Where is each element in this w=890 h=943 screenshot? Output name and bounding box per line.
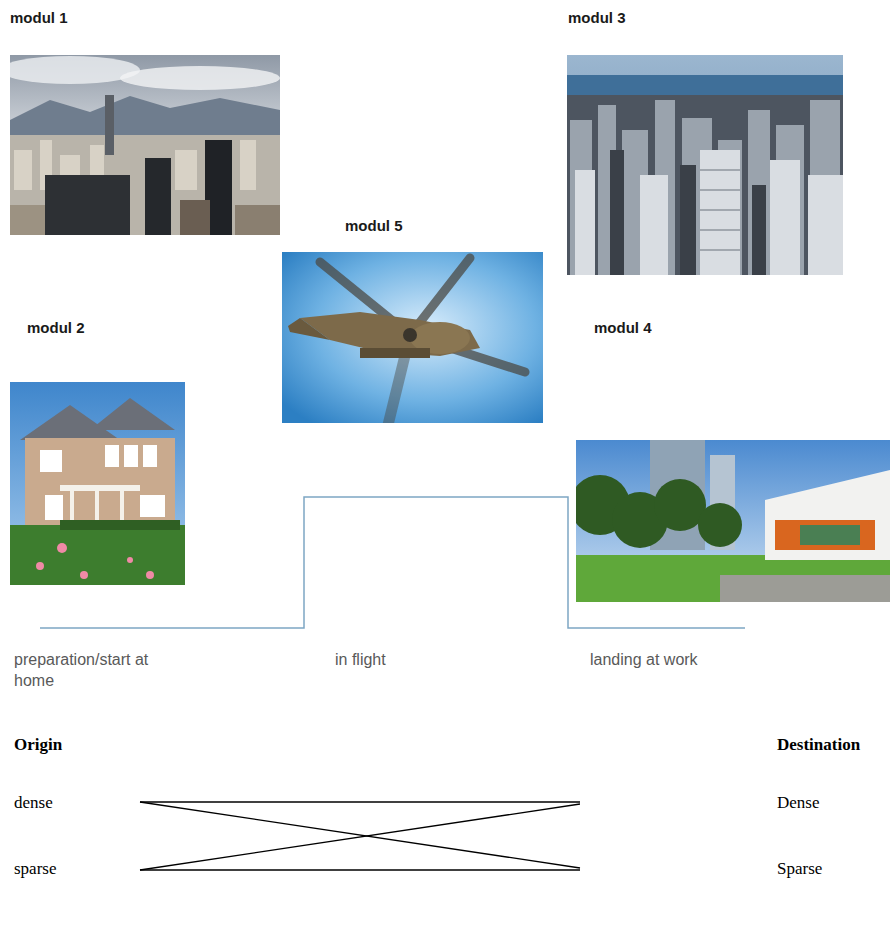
campus-photo [576,440,890,602]
module-label: modul 5 [345,216,403,236]
phase-label: preparation/start at home [14,650,179,692]
skyscraper-photo [567,55,843,275]
module-label: modul 3 [568,8,626,28]
density-label: sparse [14,858,56,880]
od-cross-lines [140,802,580,870]
column-heading: Origin [14,734,62,756]
column-heading: Destination [777,734,860,756]
density-label: Dense [777,792,819,814]
phase-label: in flight [335,650,386,671]
helicopter-photo [282,252,543,423]
phase-label: landing at work [590,650,698,671]
module-label: modul 1 [10,8,68,28]
module-label: modul 2 [27,318,85,338]
density-label: dense [14,792,53,814]
city-photo [10,55,280,235]
module-label: modul 4 [594,318,652,338]
house-photo [10,382,185,585]
density-label: Sparse [777,858,822,880]
flight-profile-line [40,497,745,628]
